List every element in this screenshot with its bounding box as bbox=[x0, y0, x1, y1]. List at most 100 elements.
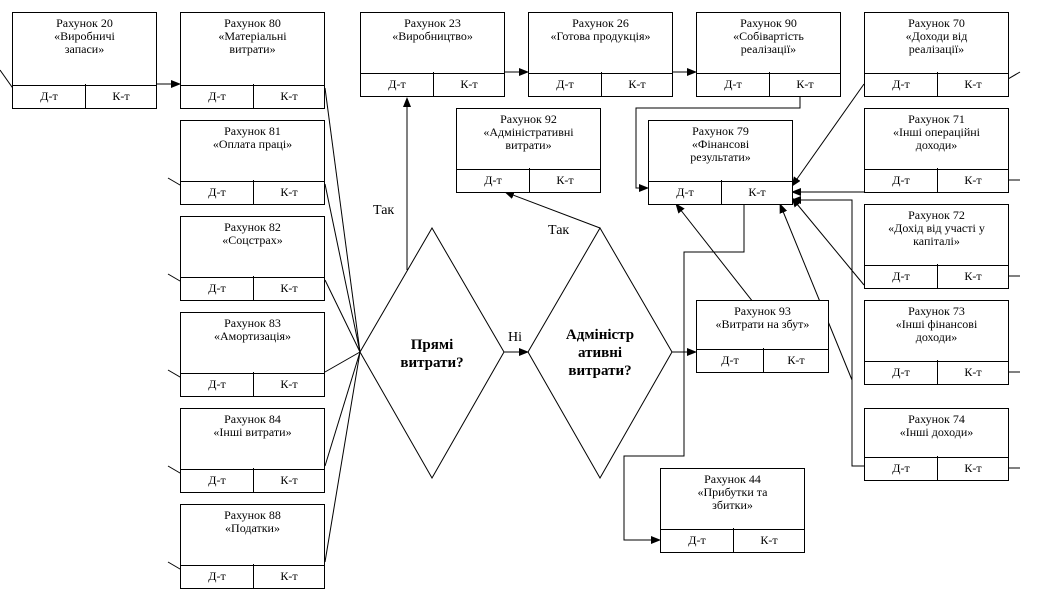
debit-cell: Д-т bbox=[181, 84, 254, 108]
decision-direct-costs-shape bbox=[359, 227, 505, 480]
fan-81 bbox=[324, 183, 361, 353]
account-title-line: «Собівартість bbox=[733, 29, 804, 43]
arrow-admin-to-92 bbox=[504, 191, 601, 229]
credit-cell: К-т bbox=[796, 77, 814, 91]
decision-line: витрати? bbox=[568, 363, 632, 379]
account-title-line: Рахунок 88 bbox=[224, 508, 281, 522]
credit-cell: К-т bbox=[964, 173, 982, 187]
debit-cell: Д-т bbox=[361, 72, 434, 96]
account-title-line: «Прибутки та bbox=[697, 485, 768, 499]
decision-admin-costs-shape bbox=[527, 227, 673, 480]
decision-line: Адміністр bbox=[565, 327, 635, 343]
account-title-line: Рахунок 74 bbox=[908, 412, 965, 426]
account-title-line: Рахунок 79 bbox=[692, 124, 749, 138]
account-title-line: Рахунок 71 bbox=[908, 112, 965, 126]
credit-cell: К-т bbox=[748, 185, 766, 199]
credit-cell: К-т bbox=[280, 185, 298, 199]
account-title-line: «Виробничі bbox=[54, 29, 115, 43]
account-title: Рахунок 82«Соцстрах» bbox=[181, 217, 324, 278]
account-title-line: Рахунок 84 bbox=[224, 412, 281, 426]
credit-cell: К-т bbox=[112, 89, 130, 103]
debit-cell: Д-т bbox=[865, 456, 938, 480]
decision-line: Прямі bbox=[410, 337, 454, 353]
debit-cell: Д-т bbox=[181, 564, 254, 588]
debit-cell: Д-т bbox=[865, 168, 938, 192]
account-title: Рахунок 23«Виробництво» bbox=[361, 13, 504, 74]
account-title-line: «Доходи від bbox=[905, 29, 968, 43]
account-title-line: Рахунок 81 bbox=[224, 124, 281, 138]
debit-cell: Д-т bbox=[181, 372, 254, 396]
account-title-line: витрати» bbox=[229, 42, 276, 56]
account-title-line: Рахунок 70 bbox=[908, 16, 965, 30]
debit-cell: Д-т bbox=[697, 348, 764, 372]
account-title-line: реалізації» bbox=[908, 42, 965, 56]
account-title-line: «Адміністративні bbox=[483, 125, 574, 139]
account-title-line: Рахунок 44 bbox=[704, 472, 761, 486]
account-title-line: доходи» bbox=[915, 138, 958, 152]
account-title-line: доходи» bbox=[915, 330, 958, 344]
decision-direct-costs: Прямі витрати? bbox=[380, 336, 484, 372]
account-title-line: «Готова продукція» bbox=[550, 29, 651, 43]
account-title-line: витрати» bbox=[505, 138, 552, 152]
debit-cell: Д-т bbox=[529, 72, 602, 96]
account-title-line: «Інші фінансові bbox=[895, 317, 978, 331]
decision-line: ативні bbox=[577, 345, 623, 361]
arrow-74-to-79 bbox=[791, 196, 864, 467]
credit-cell: К-т bbox=[628, 77, 646, 91]
debit-cell: Д-т bbox=[649, 180, 722, 204]
account-title-line: запаси» bbox=[64, 42, 105, 56]
fan-88 bbox=[324, 351, 361, 563]
account-title: Рахунок 81«Оплата праці» bbox=[181, 121, 324, 182]
credit-cell: К-т bbox=[964, 461, 982, 475]
account-title-line: Рахунок 23 bbox=[404, 16, 461, 30]
account-title-line: реалізації» bbox=[740, 42, 797, 56]
account-title-line: Рахунок 26 bbox=[572, 16, 629, 30]
account-title-line: «Виробництво» bbox=[392, 29, 473, 43]
account-title: Рахунок 26«Готова продукція» bbox=[529, 13, 672, 74]
debit-cell: Д-т bbox=[865, 72, 938, 96]
arrow-72-to-79 bbox=[791, 197, 865, 286]
account-title: Рахунок 88«Податки» bbox=[181, 505, 324, 566]
decision-admin-costs: Адміністр ативні витрати? bbox=[546, 326, 654, 380]
debit-cell: Д-т bbox=[457, 168, 530, 192]
account-title-line: «Фінансові bbox=[691, 137, 750, 151]
account-title-line: результати» bbox=[690, 150, 751, 164]
account-title-line: «Інші доходи» bbox=[899, 425, 974, 439]
credit-cell: К-т bbox=[280, 569, 298, 583]
fan-82 bbox=[324, 279, 361, 353]
account-title-line: «Інші операційні bbox=[893, 125, 980, 139]
credit-cell: К-т bbox=[280, 377, 298, 391]
account-title-line: Рахунок 92 bbox=[500, 112, 557, 126]
debit-cell: Д-т bbox=[181, 468, 254, 492]
account-title-line: «Матеріальні bbox=[218, 29, 287, 43]
fan-80 bbox=[324, 87, 361, 353]
debit-cell: Д-т bbox=[697, 72, 770, 96]
account-title-line: капіталі» bbox=[913, 234, 960, 248]
credit-cell: К-т bbox=[964, 269, 982, 283]
debit-cell: Д-т bbox=[865, 264, 938, 288]
account-title-line: «Амортизація» bbox=[213, 329, 292, 343]
decision-line: витрати? bbox=[400, 355, 464, 371]
debit-cell: Д-т bbox=[13, 84, 86, 108]
debit-cell: Д-т bbox=[661, 528, 734, 552]
account-title-line: Рахунок 20 bbox=[56, 16, 113, 30]
